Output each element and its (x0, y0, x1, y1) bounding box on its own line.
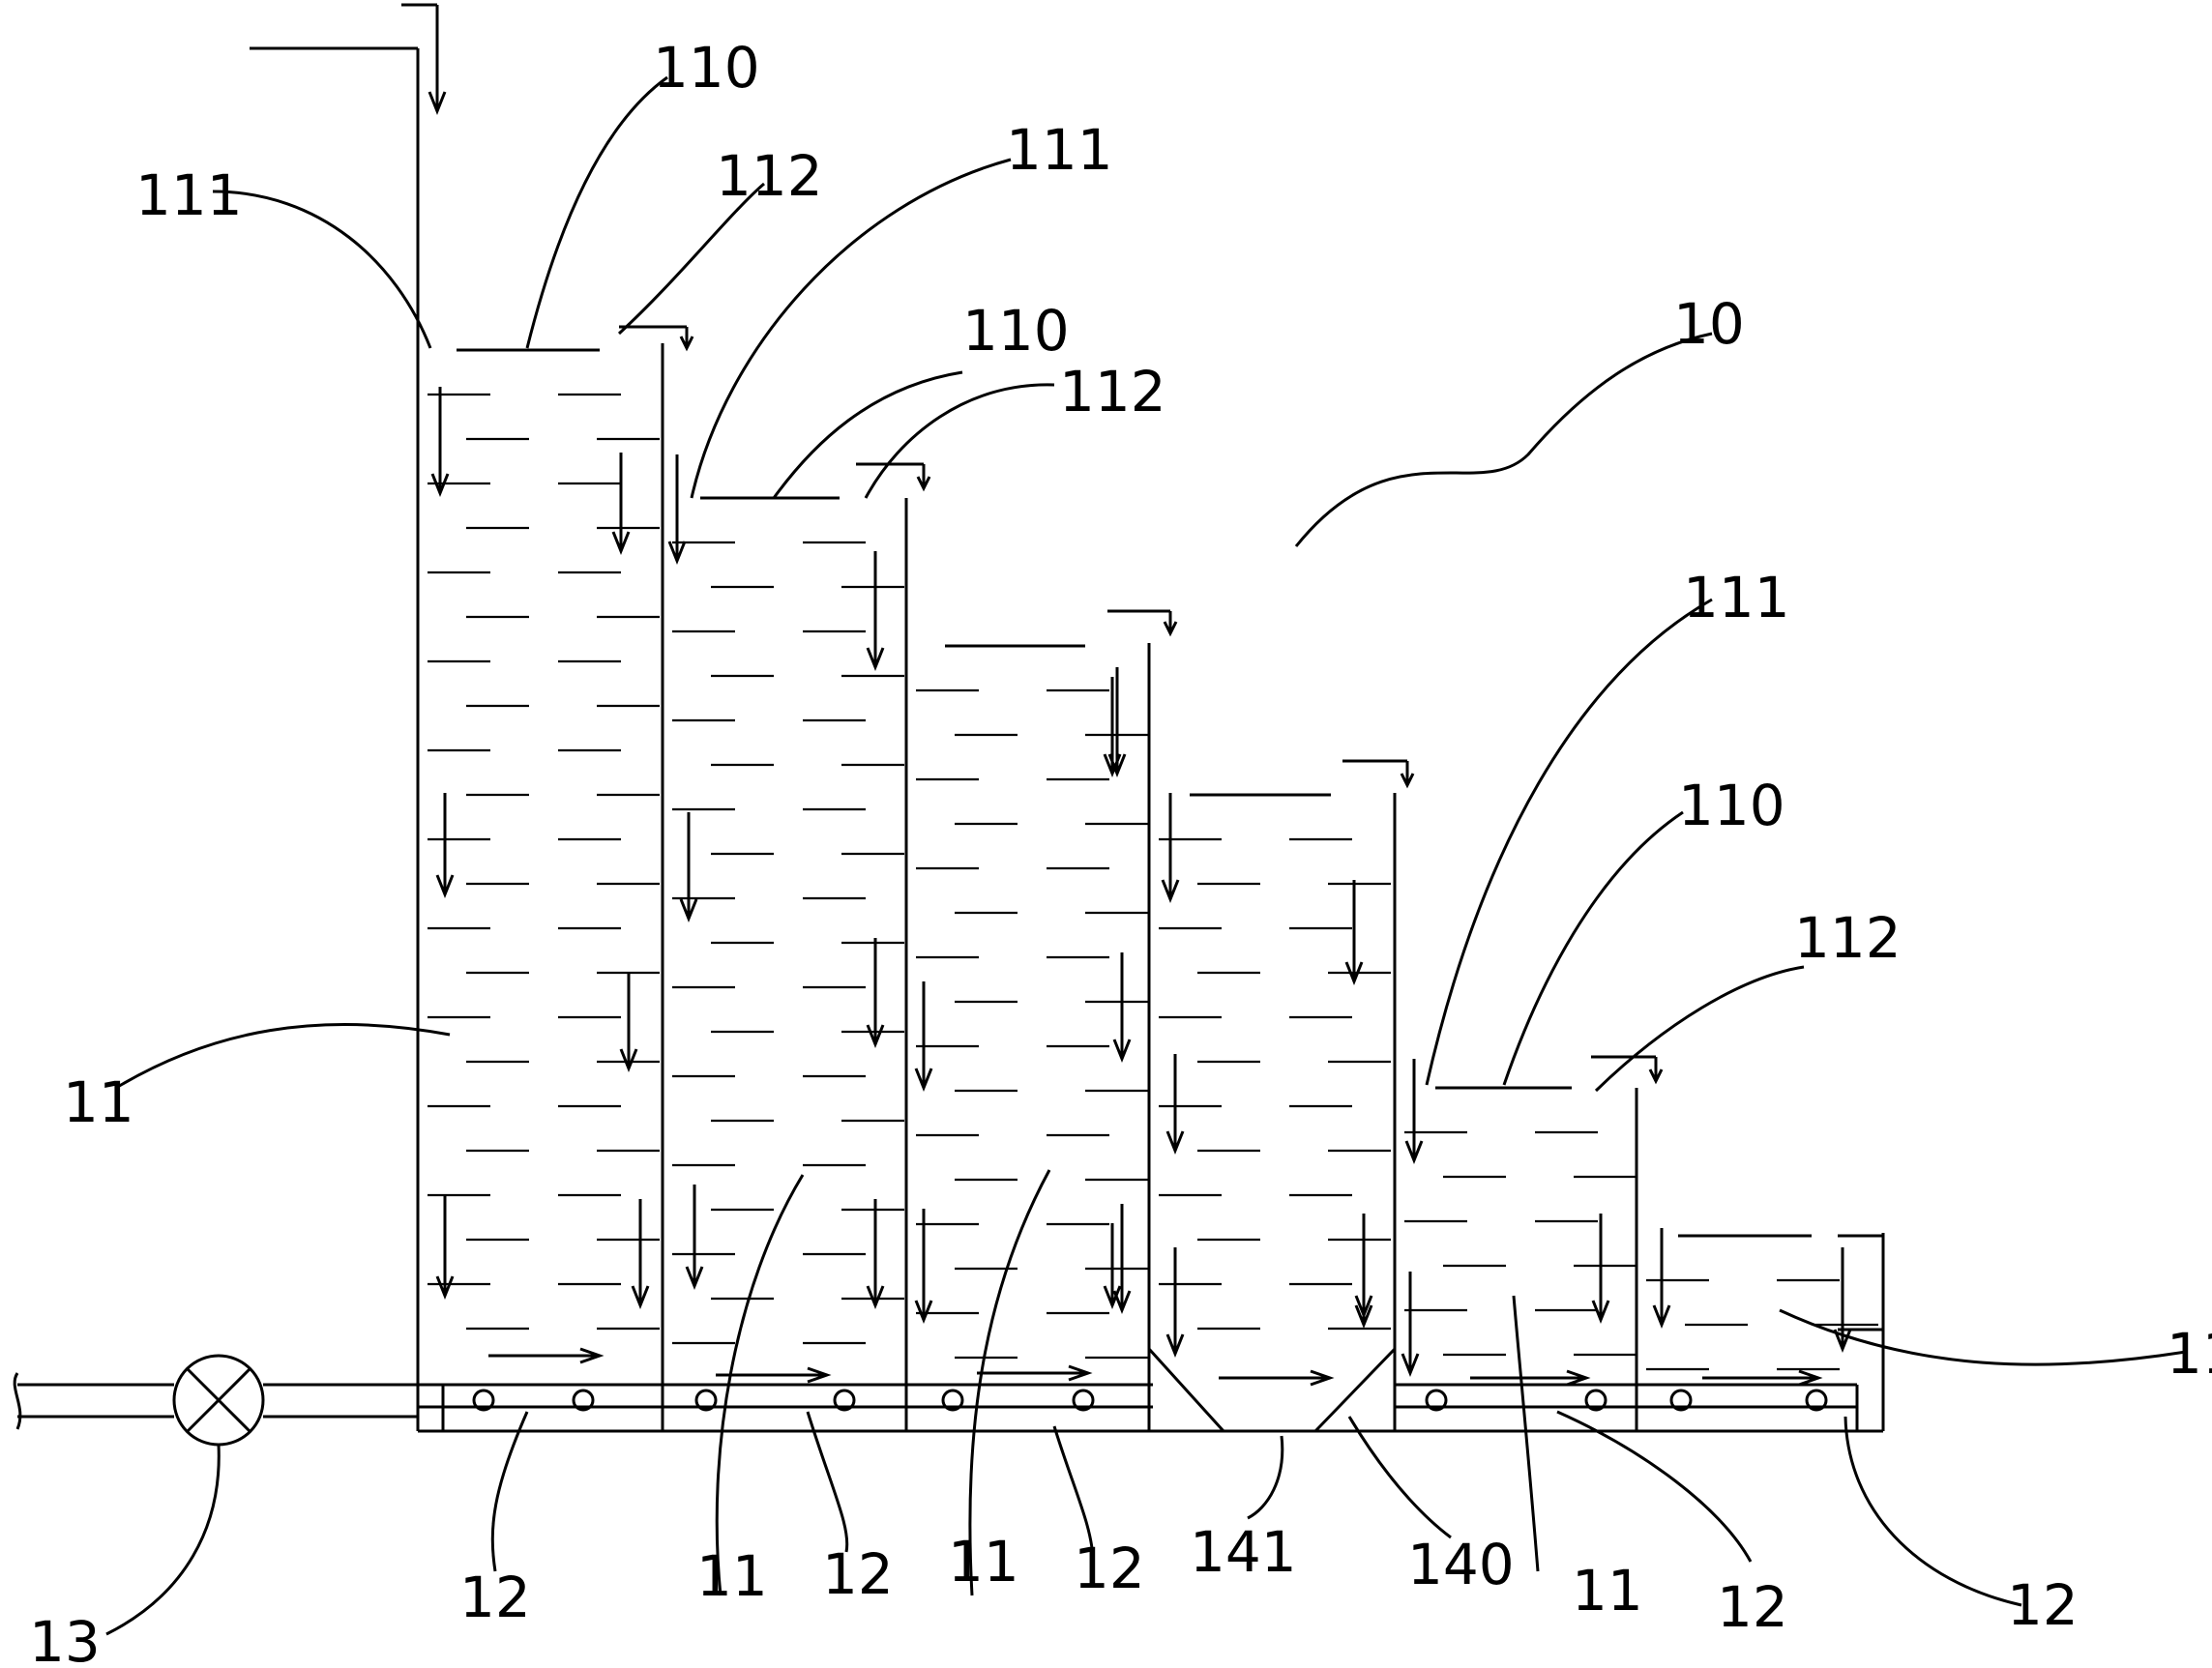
label-112-a: 112 (716, 143, 823, 209)
label-111-b: 111 (1006, 117, 1113, 183)
label-11-left: 11 (63, 1069, 134, 1135)
aerator-hole-icon (1669, 1389, 1693, 1412)
flow-arrow-head (866, 1024, 885, 1049)
valve-icon (172, 1354, 265, 1447)
label-10: 10 (1673, 291, 1745, 357)
bottom-pipe-system (418, 1347, 1883, 1433)
flow-arrow-head (1165, 1333, 1185, 1359)
label-11-b5: 11 (1572, 1558, 1643, 1624)
aerator-hole-icon (572, 1389, 595, 1412)
label-110-c: 110 (1678, 773, 1785, 838)
aerator-hole-icon (1425, 1389, 1448, 1412)
aerator-hole-icon (941, 1389, 964, 1412)
tank-walls (416, 343, 1885, 1431)
flow-arrow-head (1344, 961, 1364, 986)
flow-arrow-head (914, 1300, 933, 1325)
label-12-b: 12 (822, 1541, 894, 1607)
label-11-b2: 11 (696, 1543, 768, 1609)
flow-arrow-head (679, 898, 698, 923)
flow-arrow-head (1652, 1304, 1671, 1330)
label-12-a: 12 (459, 1565, 531, 1630)
flow-arrow-head (914, 1068, 933, 1093)
label-12-d: 12 (1717, 1574, 1788, 1640)
flow-arrow-head (1354, 1304, 1373, 1330)
aerator-hole-icon (1584, 1389, 1607, 1412)
feed-pipe (13, 1372, 418, 1430)
flow-arrow-head (1107, 753, 1127, 778)
inner-baffles (416, 348, 664, 1431)
aerator-holes (472, 1389, 1828, 1412)
flow-arrows (430, 387, 1852, 1387)
flow-arrow-head (631, 1285, 650, 1310)
label-11-b3: 11 (948, 1529, 1019, 1595)
flow-arrow-head (667, 541, 687, 566)
flow-arrow-head (1401, 1353, 1420, 1378)
aerator-hole-icon (472, 1389, 495, 1412)
flow-arrow-head (685, 1266, 704, 1291)
label-112-b: 112 (1059, 359, 1166, 424)
flow-arrow-head (619, 1048, 638, 1073)
flow-arrow-head (430, 473, 450, 498)
flow-arrow-head (1112, 1290, 1132, 1315)
flow-arrow-head (435, 1275, 455, 1301)
flow-arrow-head (866, 647, 885, 672)
water-hatching (428, 393, 1878, 1371)
label-12-c: 12 (1074, 1536, 1145, 1601)
inlet-pipe (250, 3, 447, 585)
label-12-e: 12 (2007, 1572, 2079, 1638)
flow-arrow-head (1404, 1140, 1424, 1165)
label-141: 141 (1190, 1519, 1297, 1585)
flow-arrow-head (866, 1285, 885, 1310)
overflow-weirs (619, 325, 1883, 1331)
label-110-a: 110 (653, 35, 760, 101)
bottom-flow-arrow-head (1310, 1369, 1335, 1387)
label-11-right: 11 (2167, 1321, 2212, 1387)
leader-lines (105, 75, 2187, 1636)
bottom-flow-arrow-head (579, 1347, 605, 1364)
label-110-b: 110 (962, 298, 1070, 364)
aerator-hole-icon (1805, 1389, 1828, 1412)
aerator-hole-icon (833, 1389, 856, 1412)
flow-arrow-head (1591, 1300, 1610, 1325)
flow-arrow-head (611, 531, 631, 556)
bottom-flow-arrow-head (1068, 1364, 1093, 1382)
label-111-c: 111 (1683, 565, 1790, 630)
bottom-flow-arrow-head (807, 1366, 832, 1384)
label-112-c: 112 (1794, 905, 1902, 971)
flow-arrow-head (435, 874, 455, 899)
flow-arrow-head (1103, 1285, 1122, 1310)
bottom-flow-arrow-head (1798, 1369, 1823, 1387)
bottom-flow-arrow-head (1566, 1369, 1591, 1387)
flow-arrow-head (1165, 1130, 1185, 1156)
label-13: 13 (29, 1609, 101, 1668)
water-surfaces (457, 348, 1812, 1238)
reference-labels: 111 110 112 111 110 112 10 111 110 112 1… (29, 35, 2212, 1668)
label-140: 140 (1407, 1532, 1515, 1597)
label-111-a: 111 (135, 162, 243, 228)
flow-arrow-head (1161, 879, 1180, 904)
aerator-hole-icon (1072, 1389, 1095, 1412)
flow-arrow-head (1112, 1039, 1132, 1064)
aerator-hole-icon (694, 1389, 718, 1412)
